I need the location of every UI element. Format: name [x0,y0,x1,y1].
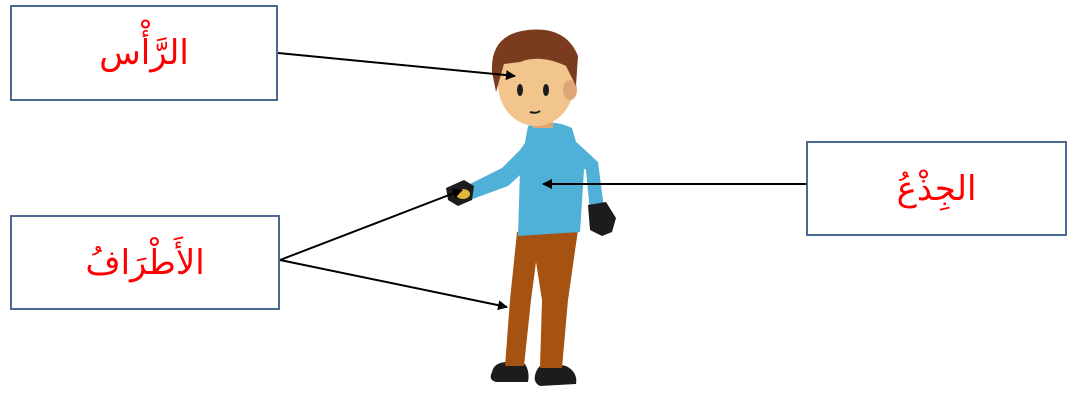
head-label-box: الرَّأْس [10,5,278,101]
boy-figure [446,30,616,386]
left-eye [517,84,523,96]
head-arrow [278,53,515,76]
head-label: الرَّأْس [99,36,189,70]
pants [505,230,578,368]
limbs-arrow-arm [280,190,462,260]
limbs-label-box: الأَطْرَافُ [10,215,280,310]
right-eye [543,84,549,96]
trunk-label-box: الجِذْعُ [806,141,1067,236]
limbs-arrow-leg [280,260,507,307]
glove [588,202,616,236]
limbs-label: الأَطْرَافُ [85,246,204,280]
trunk-label: الجِذْعُ [897,172,977,206]
